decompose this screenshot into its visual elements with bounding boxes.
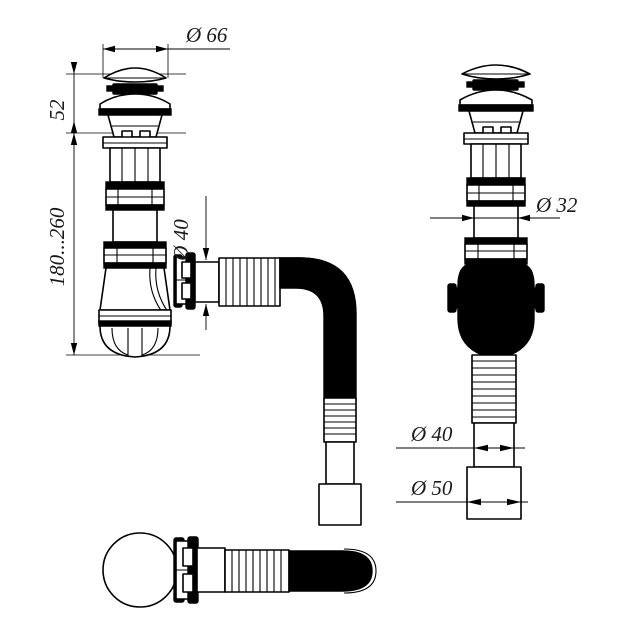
dimension-label-dia-40-right: Ø 40 <box>410 422 453 446</box>
right-siphon-view <box>447 64 545 520</box>
left-siphon-view <box>98 67 220 358</box>
diameter-40-left-dimension-group <box>202 196 210 330</box>
hose-corrugation-horizontal <box>218 257 281 307</box>
dimension-label-180-260: 180...260 <box>45 207 69 286</box>
dimension-label-52: 52 <box>45 99 69 121</box>
hose-corrugation-vertical <box>323 397 357 443</box>
dimension-label-dia-32: Ø 32 <box>535 193 578 217</box>
bottom-assembly-view <box>102 532 377 608</box>
dimension-label-dia-50: Ø 50 <box>410 476 453 500</box>
diameter-32-dimension-group <box>430 214 560 222</box>
dimension-label-dia-66: Ø 66 <box>185 23 228 47</box>
dimension-label-dia-40-left: Ø 40 <box>169 219 193 262</box>
bottom-hose-corrugation <box>224 549 290 593</box>
diameter-66-dimension-group <box>102 44 230 78</box>
diameter-50-dimension-group <box>396 498 528 506</box>
right-hose-corrugation <box>471 354 517 424</box>
diameter-40-right-dimension-group <box>396 444 525 452</box>
flexible-hose-view <box>218 257 362 526</box>
